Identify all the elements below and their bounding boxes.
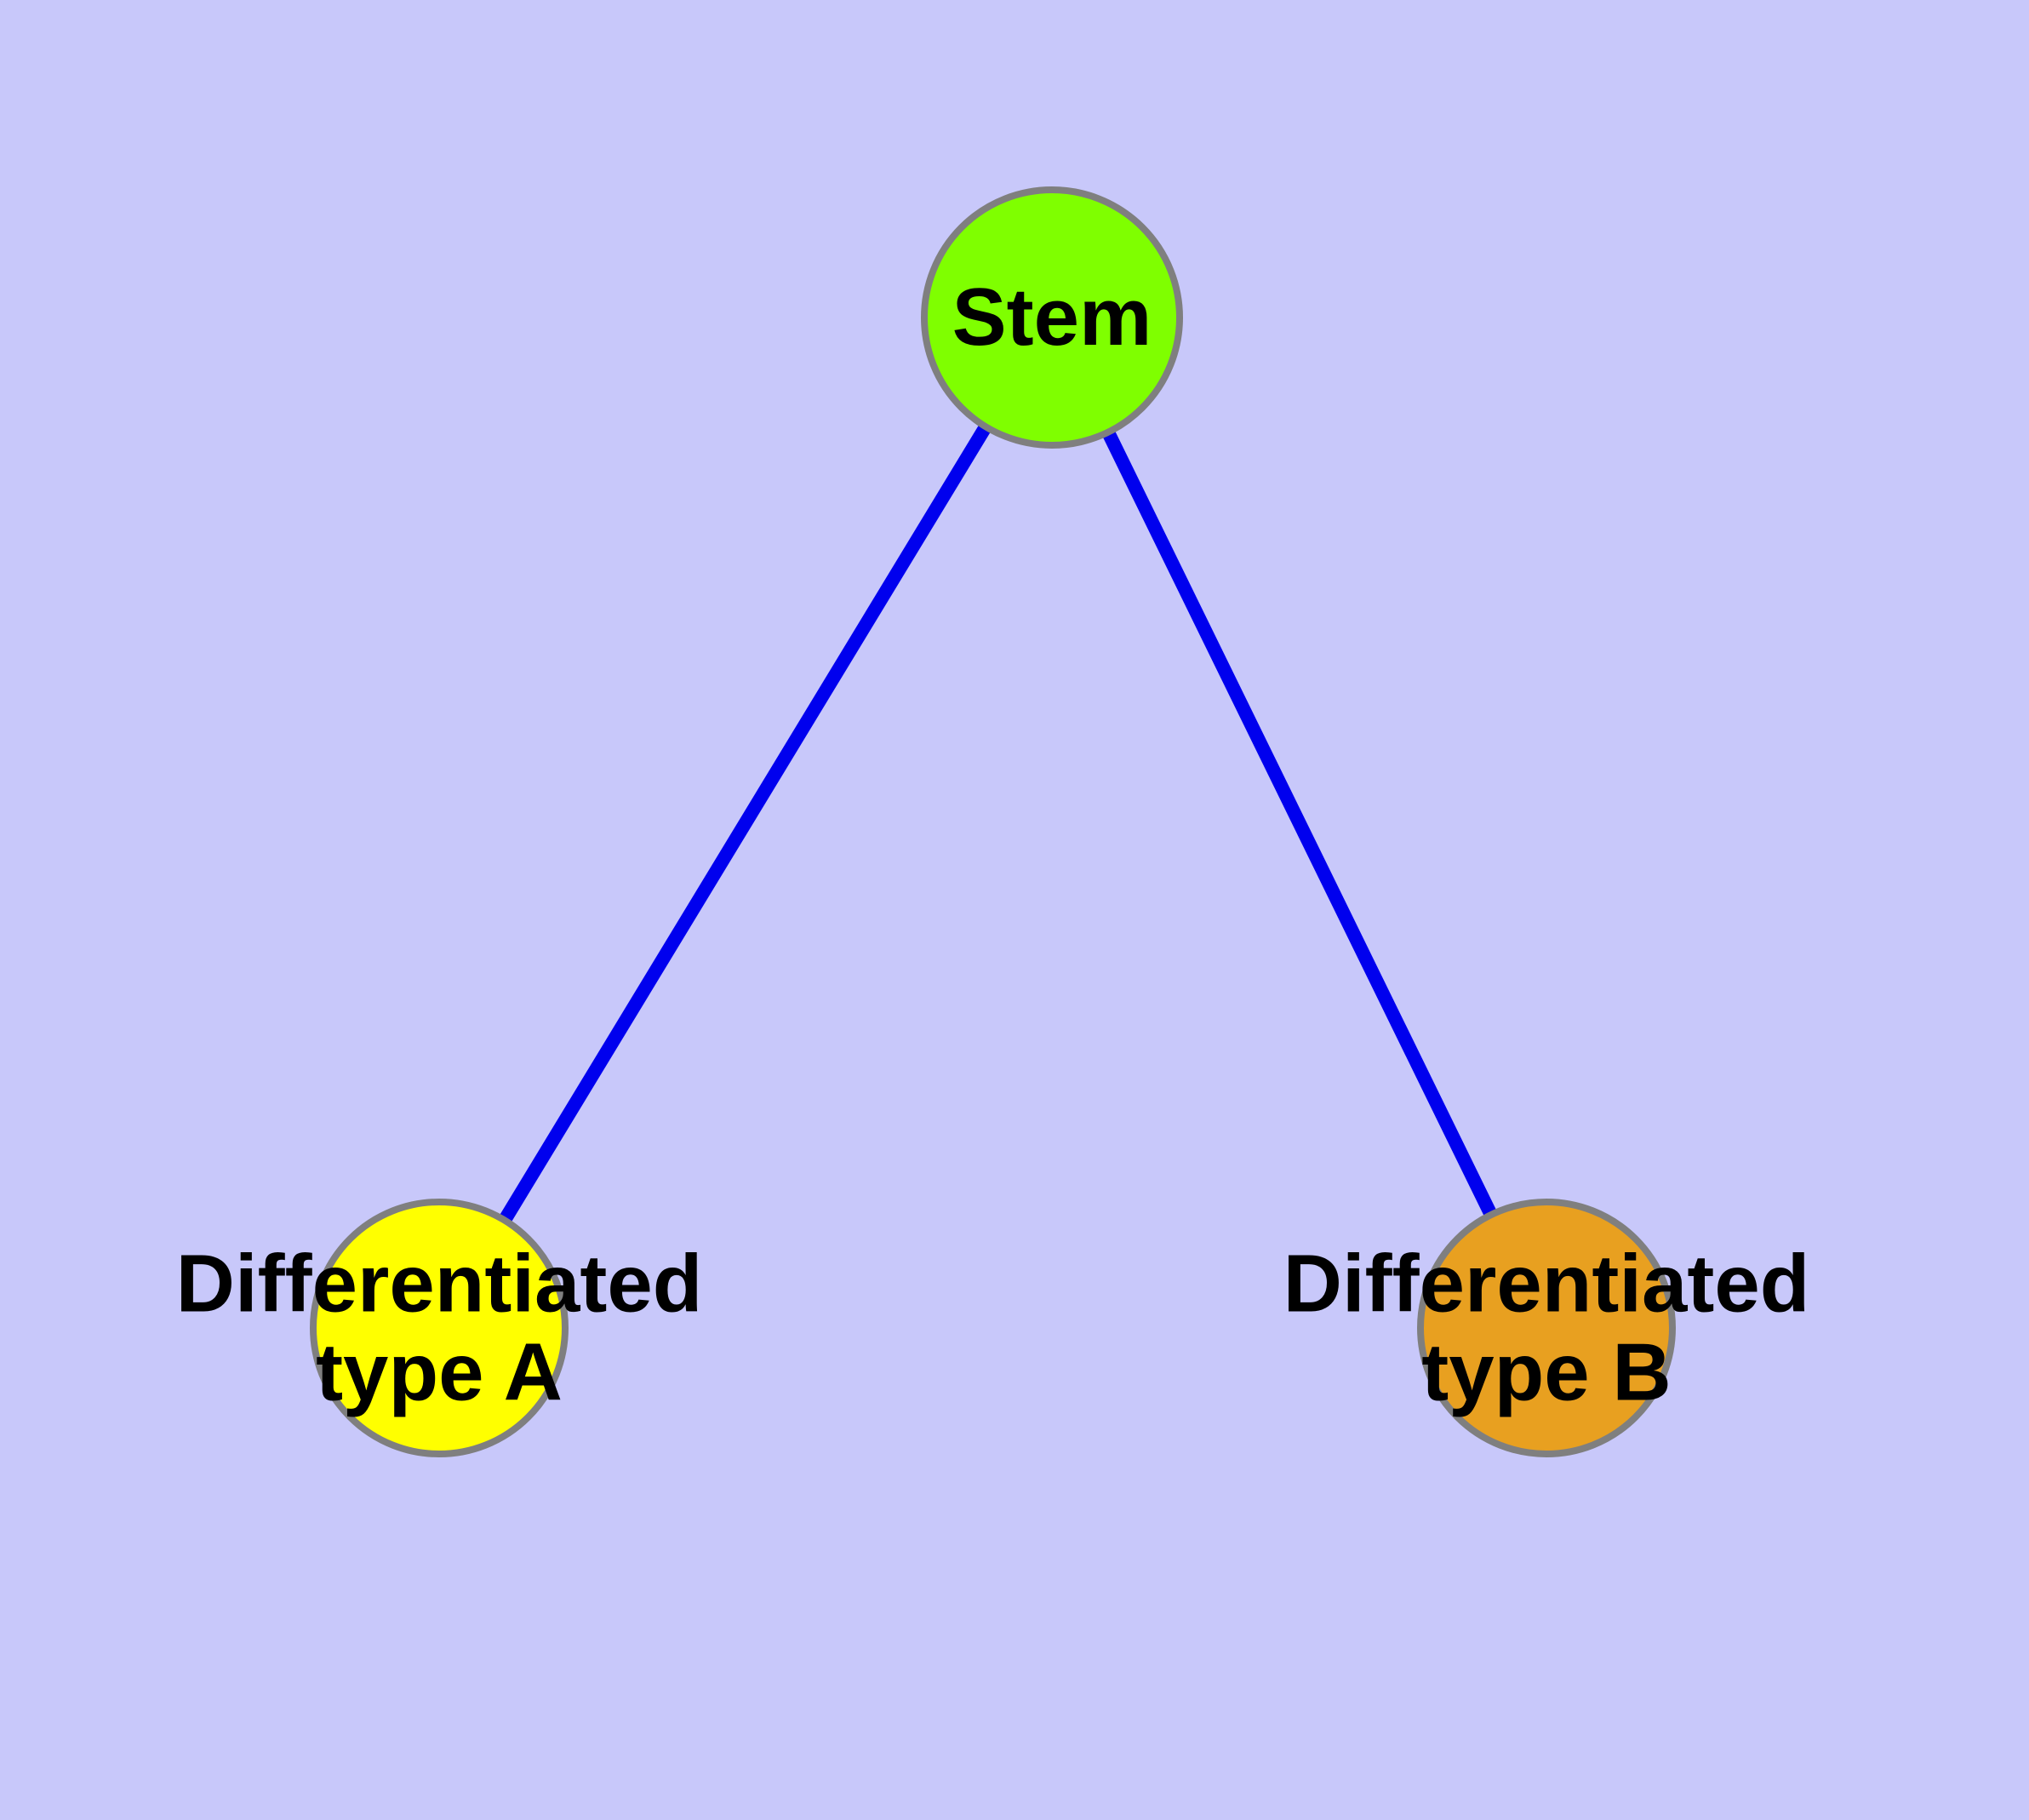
graph-edge[interactable] bbox=[433, 313, 1058, 1332]
nodes-layer bbox=[310, 186, 1676, 1457]
graph-node-diff-b[interactable] bbox=[1417, 1199, 1676, 1457]
graph-edge[interactable] bbox=[1045, 314, 1553, 1331]
graph-node-stem[interactable] bbox=[921, 186, 1183, 449]
edges-layer bbox=[433, 313, 1553, 1332]
graph-node-diff-a[interactable] bbox=[310, 1199, 569, 1457]
